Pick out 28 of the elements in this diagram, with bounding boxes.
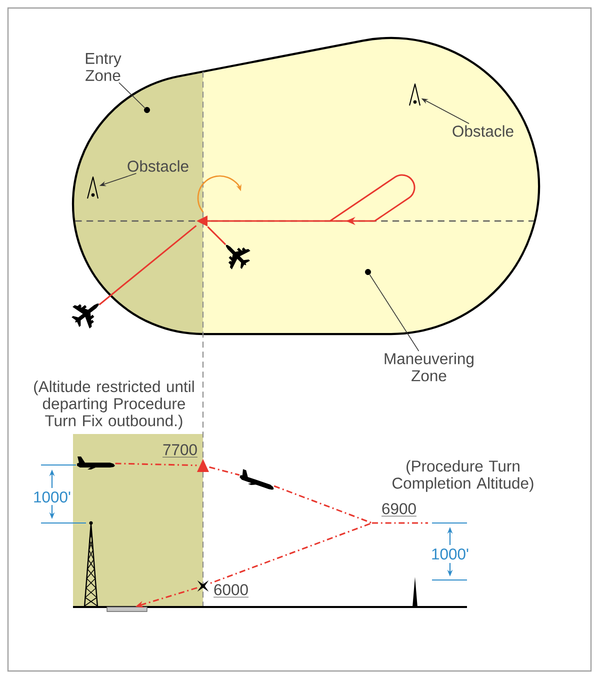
fix-cross: [197, 580, 209, 592]
airplane-icon: [226, 244, 250, 270]
leader-line: [369, 274, 420, 352]
note-text: (Procedure Turn Completion Altitude): [392, 460, 534, 492]
flight-path: [208, 485, 373, 584]
runway: [106, 606, 148, 612]
dimension-label: 1000': [432, 548, 468, 560]
airplane-icon: [240, 469, 274, 490]
flight-path: [207, 226, 226, 246]
note-text: (Altitude restricted until departing Procedure Turn Fix outbound.): [34, 380, 194, 430]
obstacle-label: Obstacle: [128, 160, 188, 172]
airplane-icon: [77, 456, 115, 470]
flight-path: [115, 462, 197, 466]
flight-path: [98, 225, 197, 306]
altitude-label: 7700: [162, 444, 198, 458]
airplane-icon: [72, 304, 99, 329]
dimension-label: 1000': [34, 491, 70, 503]
zone-label: Maneuvering Zone: [384, 352, 474, 382]
altitude-label: 6000: [213, 584, 249, 598]
altitude-label: 6900: [381, 503, 417, 516]
fix-triangle: [196, 216, 208, 226]
zone-label: Entry Zone: [86, 53, 122, 82]
obstacle-symbol: [408, 83, 421, 106]
obstacle-symbol: [86, 176, 99, 199]
obstacle-label: Obstacle: [452, 125, 514, 137]
leader-line: [118, 82, 146, 108]
fix-triangle: [197, 459, 209, 472]
flight-path: [209, 466, 240, 476]
